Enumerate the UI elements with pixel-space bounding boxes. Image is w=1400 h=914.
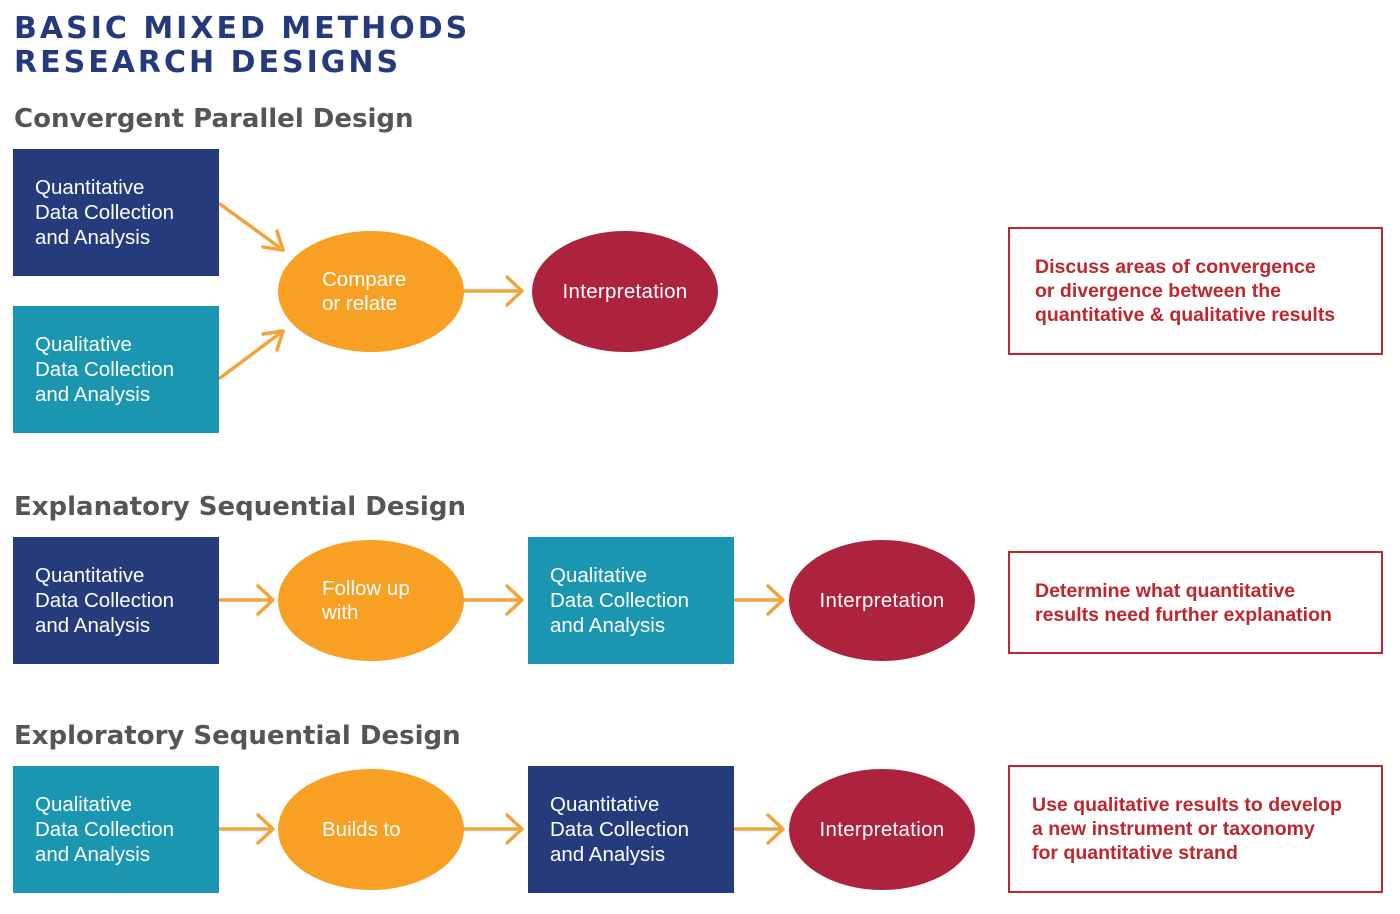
convergent-note: Discuss areas of convergence or divergen…	[1008, 227, 1383, 355]
box-line: Data Collection	[35, 201, 175, 224]
box-line: Quantitative	[550, 793, 660, 816]
box-line: Data Collection	[35, 358, 175, 381]
box-line: and Analysis	[35, 226, 151, 249]
convergent-quant-box: Quantitative Data Collection and Analysi…	[13, 149, 219, 276]
arrow-quant-to-compare	[218, 202, 285, 252]
box-line: Quantitative	[35, 564, 145, 587]
arrow-followup-to-qual	[462, 584, 524, 616]
box-line: and Analysis	[550, 843, 666, 866]
box-line: Data Collection	[35, 818, 175, 841]
arrow-qual-to-interpretation	[733, 584, 785, 616]
box-line: Qualitative	[35, 793, 132, 816]
arrow-buildsto-to-quant	[462, 813, 524, 845]
ellipse-line: Follow up	[322, 576, 410, 600]
note-line: quantitative & qualitative results	[1035, 304, 1336, 326]
exploratory-quant-box: Quantitative Data Collection and Analysi…	[528, 766, 734, 893]
ellipse-line: Interpretation	[819, 817, 945, 841]
box-line: Qualitative	[550, 564, 647, 587]
arrow-qual-to-compare	[218, 329, 285, 380]
box-line: and Analysis	[35, 843, 151, 866]
arrow-compare-to-interpretation	[462, 275, 524, 307]
exploratory-note: Use qualitative results to develop a new…	[1008, 765, 1383, 893]
box-line: and Analysis	[35, 614, 151, 637]
ellipse-line: or relate	[322, 291, 398, 315]
ellipse-line: with	[322, 600, 359, 624]
explanatory-quant-box: Quantitative Data Collection and Analysi…	[13, 537, 219, 664]
exploratory-qual-box: Qualitative Data Collection and Analysis	[13, 766, 219, 893]
box-line: Quantitative	[35, 176, 145, 199]
exploratory-interpretation-ellipse: Interpretation	[789, 769, 975, 890]
arrow-quant-to-interpretation	[733, 813, 785, 845]
ellipse-line: Compare	[322, 267, 407, 291]
explanatory-note: Determine what quantitative results need…	[1008, 551, 1383, 654]
convergent-heading: Convergent Parallel Design	[14, 104, 414, 134]
exploratory-heading: Exploratory Sequential Design	[14, 721, 461, 751]
explanatory-qual-box: Qualitative Data Collection and Analysis	[528, 537, 734, 664]
box-line: and Analysis	[35, 383, 151, 406]
box-line: Data Collection	[550, 589, 690, 612]
note-line: results need further explanation	[1035, 603, 1332, 626]
note-line: or divergence between the	[1035, 280, 1281, 302]
ellipse-line: Interpretation	[819, 588, 945, 612]
convergent-arrows	[218, 202, 524, 380]
ellipse-line: Builds to	[322, 817, 401, 841]
arrow-quant-to-followup	[218, 584, 275, 616]
explanatory-arrows	[218, 584, 785, 616]
convergent-interpretation-ellipse: Interpretation	[532, 231, 718, 352]
arrow-qual-to-buildsto	[218, 813, 275, 845]
convergent-compare-ellipse: Compare or relate	[278, 231, 464, 352]
box-line: Qualitative	[35, 333, 132, 356]
note-line: Use qualitative results to develop	[1032, 794, 1342, 816]
explanatory-interpretation-ellipse: Interpretation	[789, 540, 975, 661]
exploratory-arrows	[218, 813, 785, 845]
exploratory-buildsto-ellipse: Builds to	[278, 769, 464, 890]
box-line: Data Collection	[550, 818, 690, 841]
explanatory-followup-ellipse: Follow up with	[278, 540, 464, 661]
note-line: Discuss areas of convergence	[1035, 256, 1316, 278]
page-title: BASIC MIXED METHODS RESEARCH DESIGNS	[14, 12, 470, 80]
convergent-qual-box: Qualitative Data Collection and Analysis	[13, 306, 219, 433]
explanatory-heading: Explanatory Sequential Design	[14, 492, 466, 522]
box-line: and Analysis	[550, 614, 666, 637]
page-title-line-2: RESEARCH DESIGNS	[14, 45, 402, 80]
ellipse-line: Interpretation	[562, 279, 688, 303]
note-line: Determine what quantitative	[1035, 579, 1296, 602]
note-line: for quantitative strand	[1032, 842, 1238, 864]
note-line: a new instrument or taxonomy	[1032, 818, 1315, 840]
box-line: Data Collection	[35, 589, 175, 612]
page-title-line-1: BASIC MIXED METHODS	[14, 11, 471, 46]
